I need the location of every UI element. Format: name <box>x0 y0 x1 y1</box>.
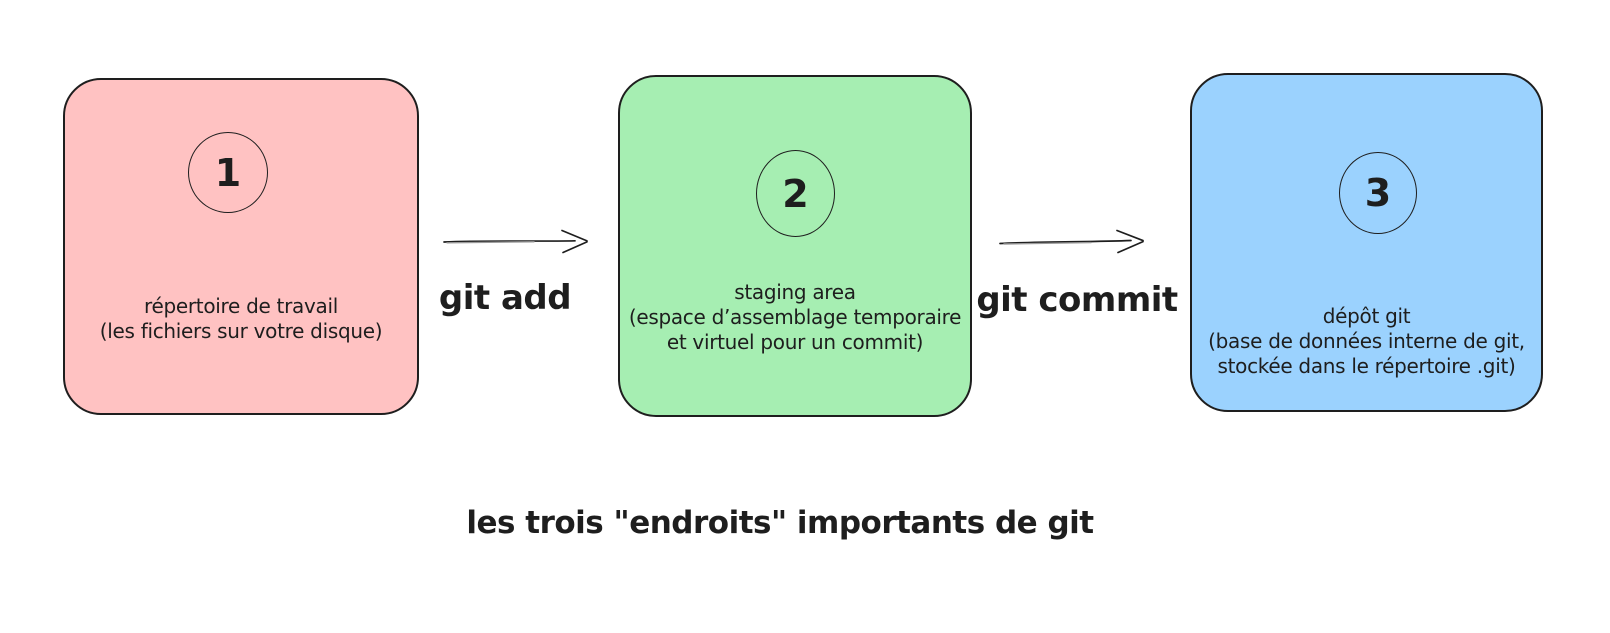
step-circle-3: 3 <box>1339 152 1417 234</box>
arrow-label-git-commit: git commit <box>976 280 1178 320</box>
node-working-directory: 1 répertoire de travail (les fichiers su… <box>63 78 419 415</box>
git-add-arrow-icon <box>443 229 588 254</box>
git-commit-arrow-icon <box>999 229 1144 254</box>
label-line: et virtuel pour un commit) <box>666 330 924 354</box>
label-line: dépôt git <box>1322 304 1411 328</box>
step-circle-2: 2 <box>756 150 835 237</box>
label-line: (espace d’assemblage temporaire <box>628 305 962 329</box>
node-label-git-repository: dépôt git (base de données interne de gi… <box>1192 304 1541 379</box>
label-line: staging area <box>734 280 856 304</box>
node-label-staging-area: staging area (espace d’assemblage tempor… <box>620 280 970 355</box>
diagram-caption: les trois "endroits" importants de git <box>466 505 1094 541</box>
step-number-1: 1 <box>214 150 242 195</box>
node-staging-area: 2 staging area (espace d’assemblage temp… <box>618 75 972 417</box>
arrow-label-git-add: git add <box>438 278 572 318</box>
label-line: (base de données interne de git, <box>1208 329 1525 353</box>
label-line: répertoire de travail <box>144 294 338 318</box>
step-number-2: 2 <box>782 171 809 216</box>
node-label-working-directory: répertoire de travail (les fichiers sur … <box>65 294 417 344</box>
label-line: stockée dans le répertoire .git) <box>1217 354 1516 378</box>
step-number-3: 3 <box>1364 171 1392 215</box>
step-circle-1: 1 <box>188 132 268 213</box>
label-line: (les fichiers sur votre disque) <box>99 319 383 343</box>
node-git-repository: 3 dépôt git (base de données interne de … <box>1190 73 1543 412</box>
